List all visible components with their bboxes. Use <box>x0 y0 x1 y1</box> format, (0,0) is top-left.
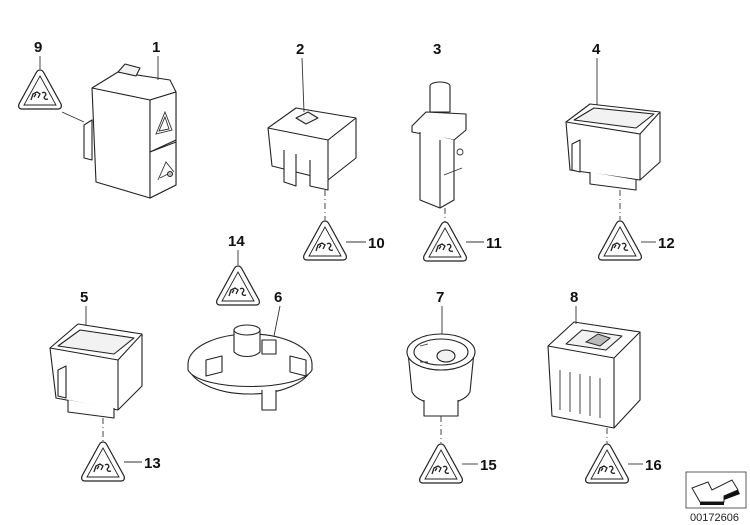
part-5-switch[interactable] <box>49 323 143 419</box>
callout-8: 8 <box>570 289 578 306</box>
part-3-push-switch[interactable] <box>411 81 467 209</box>
callout-2: 2 <box>296 41 304 58</box>
part-4-switch[interactable] <box>565 103 661 191</box>
connector-warning-triangle-icon <box>422 221 468 262</box>
callout-6: 6 <box>274 289 282 306</box>
arrow-pointer-icon <box>685 471 747 509</box>
callout-12: 12 <box>658 235 675 252</box>
connector-warning-triangle-icon <box>418 443 464 484</box>
callout-3: 3 <box>433 41 441 58</box>
part-2-switch[interactable] <box>267 107 357 191</box>
connector-warning-triangle-icon <box>302 220 348 261</box>
connector-warning-triangle-icon <box>215 265 261 306</box>
connector-warning-triangle-icon <box>597 220 643 261</box>
connector-warning-triangle-icon <box>584 443 630 484</box>
callout-10: 10 <box>368 235 385 252</box>
reference-number: 00172606 <box>690 512 739 524</box>
part-6-connector-plate[interactable] <box>187 324 313 411</box>
callout-1: 1 <box>152 39 160 56</box>
callout-16: 16 <box>645 457 662 474</box>
callout-14: 14 <box>228 233 245 250</box>
connector-warning-triangle-icon <box>17 69 63 110</box>
part-8-switch[interactable] <box>547 321 641 429</box>
connector-warning-triangle-icon <box>80 441 126 482</box>
callout-15: 15 <box>480 457 497 474</box>
callout-4: 4 <box>592 41 601 58</box>
callout-11: 11 <box>486 235 502 252</box>
part-7-ignition-switch[interactable] <box>406 333 476 417</box>
part-1-hazard-switch[interactable] <box>83 63 177 199</box>
callout-7: 7 <box>436 289 444 306</box>
callout-5: 5 <box>80 289 88 306</box>
callout-13: 13 <box>144 455 161 472</box>
callout-9: 9 <box>34 39 42 56</box>
